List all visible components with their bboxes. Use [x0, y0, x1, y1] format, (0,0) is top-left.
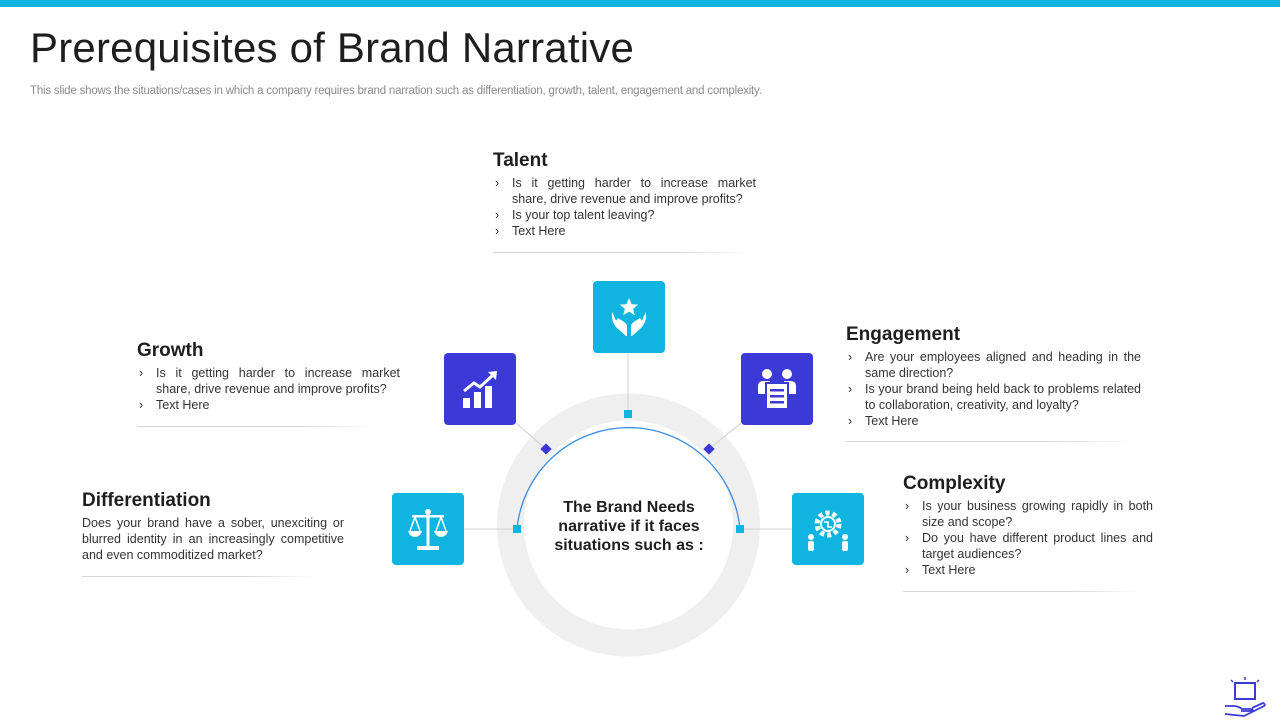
- complexity-bullet-3: Text Here: [903, 562, 1153, 578]
- engagement-section: Engagement Are your employees aligned an…: [846, 324, 1141, 429]
- growth-bullet-1: Is it getting harder to increase market …: [137, 365, 400, 397]
- talent-icon-box: [593, 281, 665, 353]
- connector-arc: [516, 426, 741, 530]
- differentiation-text: Does your brand have a sober, unexciting…: [82, 516, 344, 562]
- complexity-divider: [903, 591, 1143, 592]
- complexity-bullet-1: Is your business growing rapidly in both…: [903, 498, 1153, 530]
- engagement-bullet-3: Text Here: [846, 413, 1141, 429]
- team-document-icon: [758, 369, 796, 410]
- growth-divider: [137, 426, 372, 427]
- top-accent-bar: [0, 0, 1280, 7]
- connector-growth: [515, 422, 547, 450]
- node-growth: [540, 443, 552, 455]
- hand-screen-icon: [1224, 677, 1266, 717]
- talent-bullet-2: Is your top talent leaving?: [493, 207, 756, 223]
- differentiation-section: Differentiation Does your brand have a s…: [82, 490, 344, 563]
- engagement-heading: Engagement: [846, 324, 961, 345]
- node-differentiation: [513, 525, 521, 533]
- hands-star-icon: [611, 298, 647, 336]
- engagement-divider: [846, 441, 1136, 442]
- slide-subtitle: This slide shows the situations/cases in…: [30, 85, 762, 97]
- complexity-heading: Complexity: [903, 473, 1006, 494]
- differentiation-heading: Differentiation: [82, 490, 211, 511]
- growth-bullet-2: Text Here: [137, 397, 400, 413]
- engagement-bullet-1: Are your employees aligned and heading i…: [846, 349, 1141, 381]
- center-label: The Brand Needs narrative if it faces si…: [554, 499, 704, 554]
- talent-bullet-3: Text Here: [493, 223, 756, 239]
- node-talent: [624, 410, 632, 418]
- node-engagement: [703, 443, 715, 455]
- gear-people-icon: [808, 510, 848, 551]
- bar-chart-growth-icon: [463, 371, 497, 408]
- growth-section: Growth Is it getting harder to increase …: [137, 340, 400, 413]
- talent-heading: Talent: [493, 150, 548, 171]
- growth-icon-box: [444, 353, 516, 425]
- complexity-icon-box: [792, 493, 864, 565]
- complexity-section: Complexity Is your business growing rapi…: [903, 473, 1153, 578]
- differentiation-divider: [82, 576, 317, 577]
- connector-engagement: [708, 422, 742, 450]
- talent-divider: [493, 252, 753, 253]
- complexity-bullet-2: Do you have different product lines and …: [903, 530, 1153, 562]
- talent-section: Talent Is it getting harder to increase …: [493, 150, 756, 239]
- balance-scale-icon: [408, 509, 448, 550]
- talent-bullet-1: Is it getting harder to increase market …: [493, 175, 756, 207]
- engagement-bullet-2: Is your brand being held back to problem…: [846, 381, 1141, 413]
- engagement-icon-box: [741, 353, 813, 425]
- differentiation-icon-box: [392, 493, 464, 565]
- growth-heading: Growth: [137, 340, 204, 361]
- node-complexity: [736, 525, 744, 533]
- slide-title: Prerequisites of Brand Narrative: [30, 24, 634, 71]
